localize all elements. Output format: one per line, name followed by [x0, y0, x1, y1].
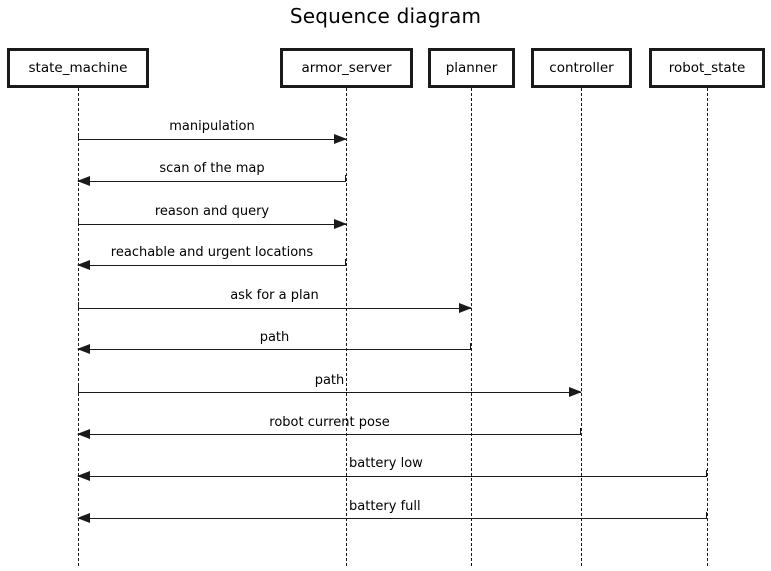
message-line	[78, 308, 471, 309]
message-line	[78, 392, 581, 393]
lifeline-robot_state	[707, 88, 708, 566]
message-label: battery low	[349, 456, 423, 471]
message-tail-tick	[78, 133, 79, 140]
page-title: Sequence diagram	[289, 4, 482, 28]
message-line	[78, 476, 707, 477]
message-label: path	[259, 330, 290, 345]
participant-label-planner: planner	[445, 60, 498, 76]
arrowhead-icon	[77, 259, 90, 270]
lifeline-planner	[471, 88, 472, 566]
lifeline-armor_server	[346, 88, 347, 566]
lifeline-controller	[581, 88, 582, 566]
participant-label-state_machine: state_machine	[28, 60, 128, 76]
participant-label-controller: controller	[549, 60, 614, 76]
participant-box-robot_state[interactable]: robot_state	[649, 48, 765, 88]
participant-box-controller[interactable]: controller	[531, 48, 632, 88]
participant-label-robot_state: robot_state	[668, 60, 746, 76]
message-tail-tick	[706, 470, 707, 477]
message-tail-tick	[470, 343, 471, 350]
message-tail-tick	[345, 259, 346, 266]
arrowhead-icon	[334, 218, 347, 229]
arrowhead-icon	[459, 302, 472, 313]
message-label: manipulation	[169, 119, 255, 134]
message-line	[78, 518, 707, 519]
participant-label-armor_server: armor_server	[301, 60, 392, 76]
arrowhead-icon	[334, 133, 347, 144]
participant-box-armor_server[interactable]: armor_server	[280, 48, 413, 88]
message-label: path	[314, 373, 345, 388]
message-label: ask for a plan	[230, 288, 319, 303]
arrowhead-icon	[77, 512, 90, 523]
message-tail-tick	[78, 386, 79, 393]
lifeline-state_machine	[78, 88, 79, 566]
message-line	[78, 349, 471, 350]
message-tail-tick	[706, 512, 707, 519]
arrowhead-icon	[77, 175, 90, 186]
message-tail-tick	[78, 218, 79, 225]
message-line	[78, 434, 581, 435]
message-label: scan of the map	[159, 161, 265, 176]
message-tail-tick	[78, 302, 79, 309]
participant-box-planner[interactable]: planner	[428, 48, 515, 88]
message-line	[78, 265, 346, 266]
message-line	[78, 224, 346, 225]
participant-box-state_machine[interactable]: state_machine	[7, 48, 149, 88]
message-label: reason and query	[154, 204, 270, 219]
message-label: reachable and urgent locations	[110, 245, 314, 260]
message-label: robot current pose	[269, 415, 390, 430]
arrowhead-icon	[77, 343, 90, 354]
message-label: battery full	[349, 499, 421, 514]
arrowhead-icon	[77, 428, 90, 439]
message-tail-tick	[580, 428, 581, 435]
message-tail-tick	[345, 175, 346, 182]
arrowhead-icon	[77, 470, 90, 481]
message-line	[78, 181, 346, 182]
arrowhead-icon	[569, 386, 582, 397]
message-line	[78, 139, 346, 140]
